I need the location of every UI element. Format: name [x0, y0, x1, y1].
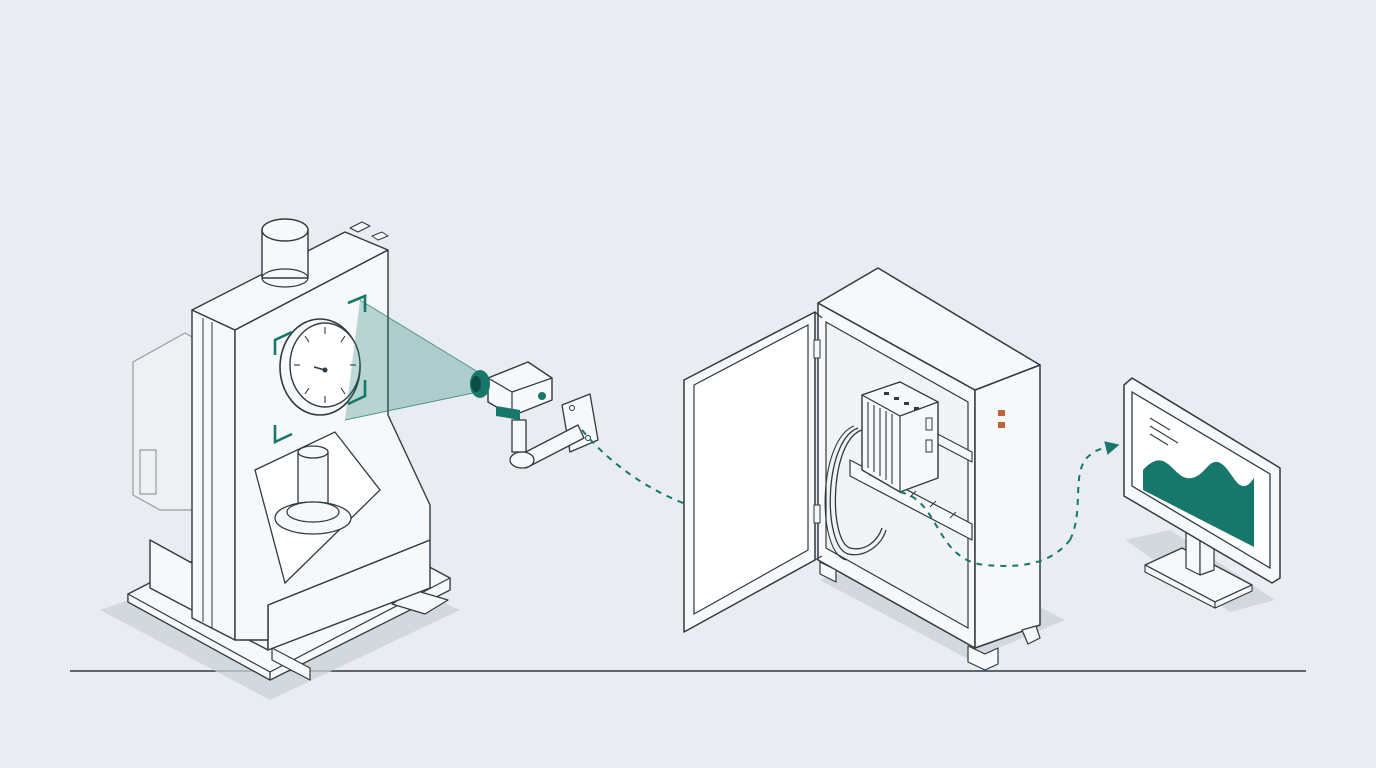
camera-view-frame	[273, 294, 367, 445]
screen-text-lines	[1149, 417, 1179, 446]
cabinet-side	[974, 364, 1041, 649]
camera-field-of-view	[345, 300, 478, 420]
cabinet-door	[683, 311, 823, 633]
indicator-light	[998, 422, 1005, 428]
press-ram	[274, 445, 352, 535]
screen-area-chart	[1143, 460, 1254, 547]
cabinet-cable-bundle	[834, 429, 883, 550]
pressure-gauge	[279, 318, 361, 416]
press-top-cylinder	[261, 218, 309, 288]
hydraulic-press	[100, 218, 460, 700]
press-column	[191, 309, 236, 641]
connection-cabinet-to-monitor	[1069, 441, 1120, 541]
plc-module	[861, 381, 939, 493]
monitor	[1123, 377, 1281, 612]
cabinet-foot	[819, 561, 837, 583]
cabinet-foot	[967, 645, 999, 671]
indicator-light	[998, 410, 1005, 416]
cabinet-top	[817, 267, 1041, 391]
control-cabinet	[683, 267, 1071, 671]
cabinet-foot	[1021, 625, 1041, 645]
press-foot	[271, 647, 311, 681]
inspection-camera	[470, 361, 599, 469]
